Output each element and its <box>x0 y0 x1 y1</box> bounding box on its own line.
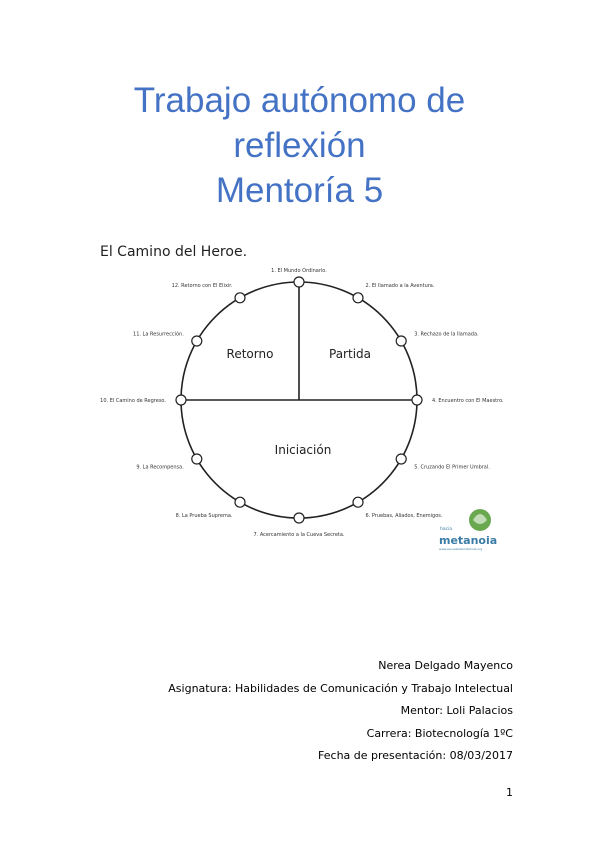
author-name: Nerea Delgado Mayenco <box>378 659 513 672</box>
section-partida: Partida <box>329 347 371 361</box>
stage-label-4: 4. Encuentro con El Maestro. <box>432 398 504 404</box>
stage-marker-4 <box>411 394 423 406</box>
figure-heading: El Camino del Heroe. <box>100 244 247 260</box>
stage-marker-8 <box>234 496 246 508</box>
page-number: 1 <box>506 786 513 799</box>
stage-marker-7 <box>293 512 305 524</box>
document-meta: Nerea Delgado Mayenco Asignatura: Habili… <box>168 655 513 768</box>
stage-label-1: 1. El Mundo Ordinario. <box>271 268 327 274</box>
stage-label-6: 6. Pruebas, Aliados, Enemigos. <box>366 513 443 519</box>
stage-label-3: 3. Rechazo de la llamada. <box>414 332 479 338</box>
logo-tagline: www.escuelademetanoia.org <box>439 547 482 551</box>
subject-line: Asignatura: Habilidades de Comunicación … <box>168 681 513 695</box>
stage-marker-2 <box>352 292 364 304</box>
stage-label-7: 7. Acercamiento a la Cueva Secreta. <box>253 532 344 538</box>
stage-marker-11 <box>191 335 203 347</box>
stage-marker-12 <box>234 292 246 304</box>
stage-label-10: 10. El Camino de Regreso. <box>100 398 166 404</box>
hero-journey-diagram: El Camino del Heroe. Retorno Partida Ini… <box>88 228 512 560</box>
document-title: Trabajo autónomo de reflexión Mentoría 5 <box>0 78 599 213</box>
title-line-3: Mentoría 5 <box>215 171 384 210</box>
stage-label-12: 12. Retorno con El Elixir. <box>172 283 233 289</box>
date-line: Fecha de presentación: 08/03/2017 <box>318 749 513 762</box>
stage-marker-3 <box>395 335 407 347</box>
stage-marker-5 <box>395 453 407 465</box>
stage-label-2: 2. El llamado a la Aventura. <box>366 283 435 289</box>
career-line: Carrera: Biotecnología 1ºC <box>366 726 513 740</box>
title-line-1: Trabajo autónomo de <box>133 81 466 120</box>
stage-marker-6 <box>352 496 364 508</box>
section-iniciacion: Iniciación <box>275 443 332 457</box>
logo-prefix: hacia <box>440 526 452 532</box>
stage-marker-9 <box>191 453 203 465</box>
stage-label-5: 5. Cruzando El Primer Umbral. <box>414 465 490 471</box>
metanoia-logo: hacia metanoia www.escuelademetanoia.org <box>439 509 497 551</box>
title-line-2: reflexión <box>233 126 366 165</box>
logo-leaf-detail-icon <box>473 514 487 524</box>
stage-markers: 1. El Mundo Ordinario. 2. El llamado a la… <box>100 268 504 538</box>
hero-journey-figure: El Camino del Heroe. Retorno Partida Ini… <box>88 228 512 560</box>
section-retorno: Retorno <box>227 347 274 361</box>
stage-marker-1 <box>293 276 305 288</box>
logo-name: metanoia <box>439 534 497 547</box>
stage-label-11: 11. La Resurrección. <box>133 331 184 338</box>
stage-label-8: 8. La Prueba Suprema. <box>176 513 233 519</box>
mentor-line: Mentor: Loli Palacios <box>400 704 513 717</box>
stage-label-9: 9. La Recompensa. <box>136 465 184 471</box>
stage-marker-10 <box>175 394 187 406</box>
